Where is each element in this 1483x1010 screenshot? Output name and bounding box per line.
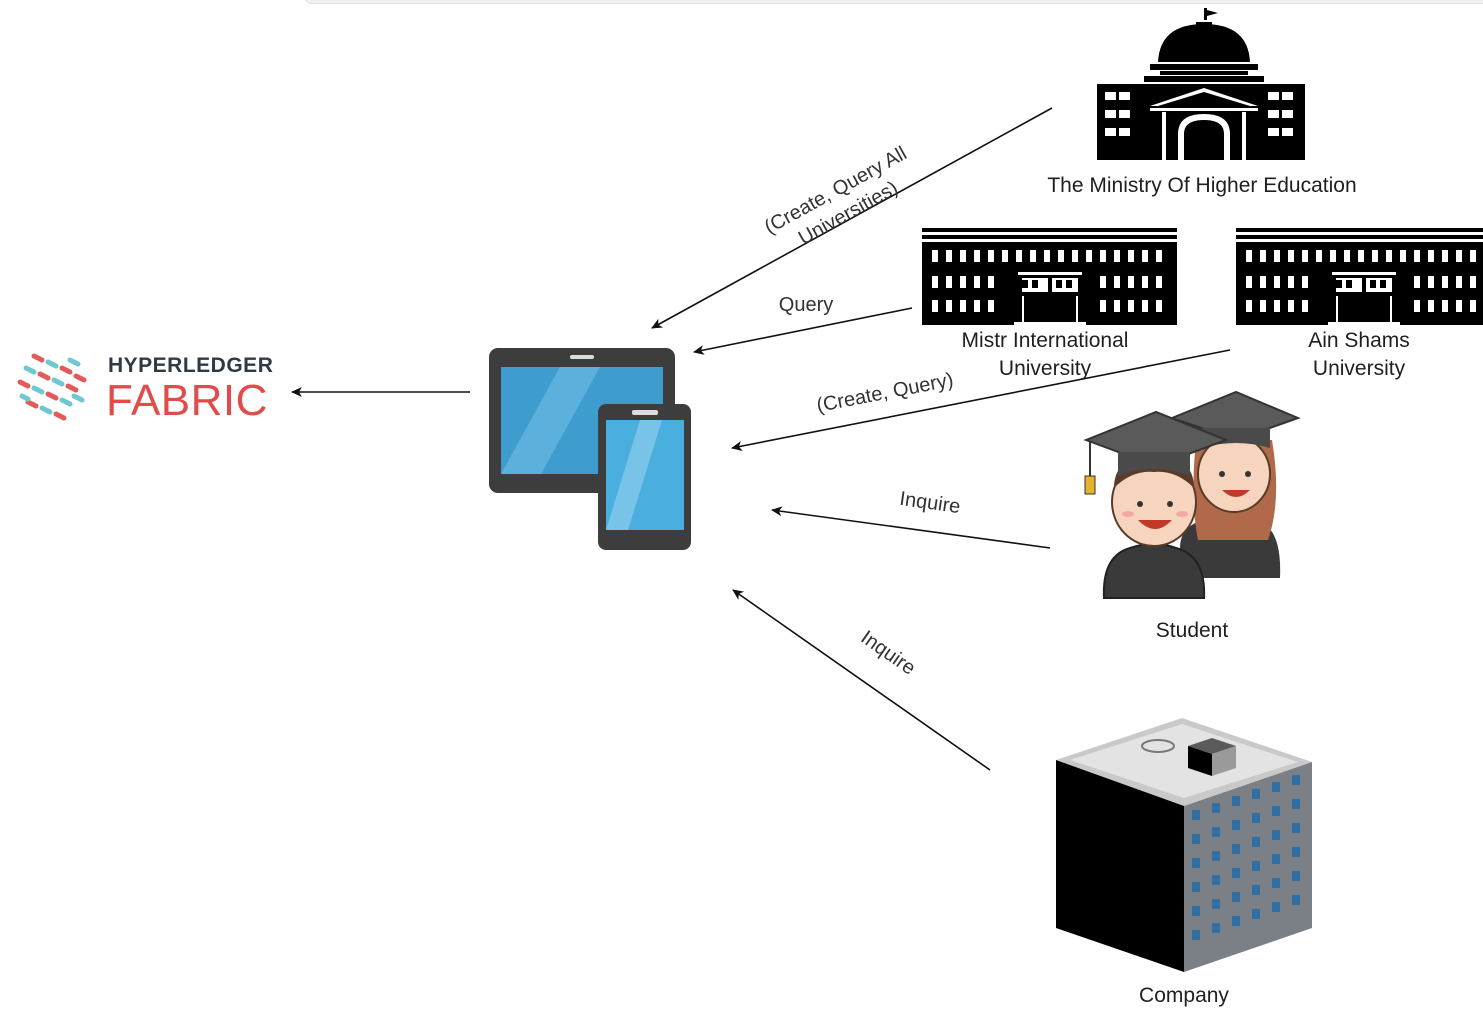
edge-label-misr: Query xyxy=(778,294,834,316)
misr-university-label-line1: Mistr International xyxy=(961,329,1129,352)
fabric-label: FABRIC xyxy=(106,376,268,425)
edge-misr-to-device xyxy=(693,307,913,355)
company-building-icon xyxy=(1056,718,1312,972)
ministry-label: The Ministry Of Higher Education xyxy=(1047,174,1357,197)
ain-shams-label-line1: Ain Shams xyxy=(1308,329,1410,352)
company-label: Company xyxy=(1139,984,1229,1007)
graduate-students-icon xyxy=(1083,390,1301,599)
misr-university-label-line2: University xyxy=(998,357,1092,380)
student-label: Student xyxy=(1155,619,1229,642)
ain-shams-label-line2: University xyxy=(1312,357,1406,380)
edge-ainshams-to-device xyxy=(731,349,1231,451)
diagram-edges xyxy=(291,107,1231,771)
edge-ministry-to-device xyxy=(651,107,1053,329)
hyperledger-fabric-logo-icon xyxy=(17,353,87,421)
misr-university-building-icon xyxy=(922,228,1177,325)
edge-student-to-device xyxy=(771,506,1051,549)
edge-company-to-device xyxy=(732,589,991,771)
tablet-phone-device-icon xyxy=(489,348,691,550)
hyperledger-label: HYPERLEDGER xyxy=(108,354,274,377)
ministry-building-icon xyxy=(1097,8,1305,160)
ain-shams-university-building-icon xyxy=(1236,228,1483,325)
